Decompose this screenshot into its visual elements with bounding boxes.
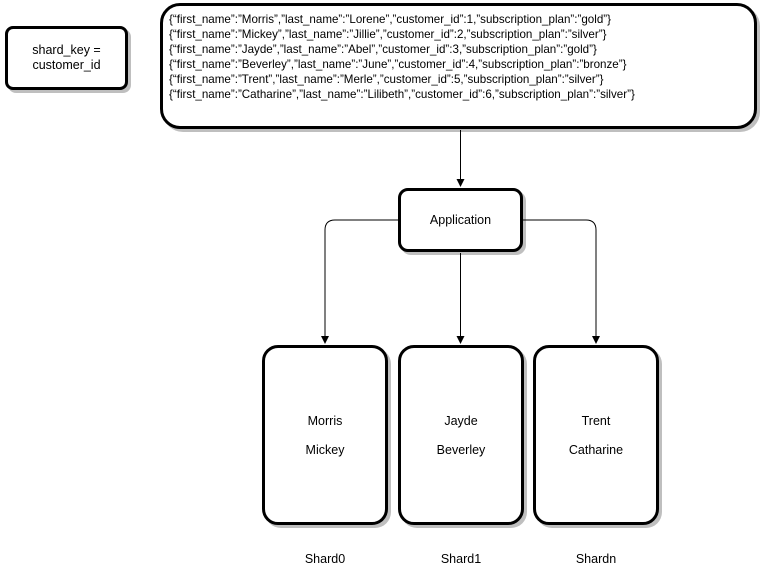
record-line: {“first_name”:”Catharine”,”last_name”:”L… <box>169 88 635 101</box>
application-box: Application <box>398 188 523 252</box>
shardn-name-2: Catharine <box>568 443 624 457</box>
record-line: {“first_name”:”Mickey”,”last_name”:”Jill… <box>169 28 607 41</box>
shard0-label: Shard0 <box>304 552 346 566</box>
record-line: {“first_name”:”Beverley”,”last_name”:”Ju… <box>169 58 627 71</box>
record-line: {“first_name”:”Trent”,”last_name”:”Merle… <box>169 73 604 86</box>
record-line: {“first_name”:”Morris”,”last_name”:”Lore… <box>169 13 612 26</box>
arrow-application-to-shardn <box>523 219 600 344</box>
records-box: {“first_name”:”Morris”,”last_name”:”Lore… <box>160 3 757 129</box>
shard0-name-1: Morris <box>307 414 343 428</box>
shard0-box: Morris Mickey <box>262 345 388 525</box>
shard-key-line1: shard_key = <box>32 43 101 57</box>
arrow-application-to-shard0 <box>321 219 398 344</box>
shardn-name-1: Trent <box>581 414 611 428</box>
shard1-name-1: Jayde <box>444 414 478 428</box>
application-label: Application <box>429 213 492 227</box>
shard1-name-2: Beverley <box>436 443 486 457</box>
shardn-box: Trent Catharine <box>533 345 659 525</box>
shard-key-box: shard_key = customer_id <box>5 26 128 90</box>
shard0-name-2: Mickey <box>305 443 345 457</box>
shard1-label: Shard1 <box>440 552 482 566</box>
shardn-label: Shardn <box>575 552 617 566</box>
shard1-box: Jayde Beverley <box>398 345 524 525</box>
shard-key-line2: customer_id <box>32 58 101 72</box>
record-line: {“first_name”:”Jayde”,”last_name”:”Abel”… <box>169 43 597 56</box>
